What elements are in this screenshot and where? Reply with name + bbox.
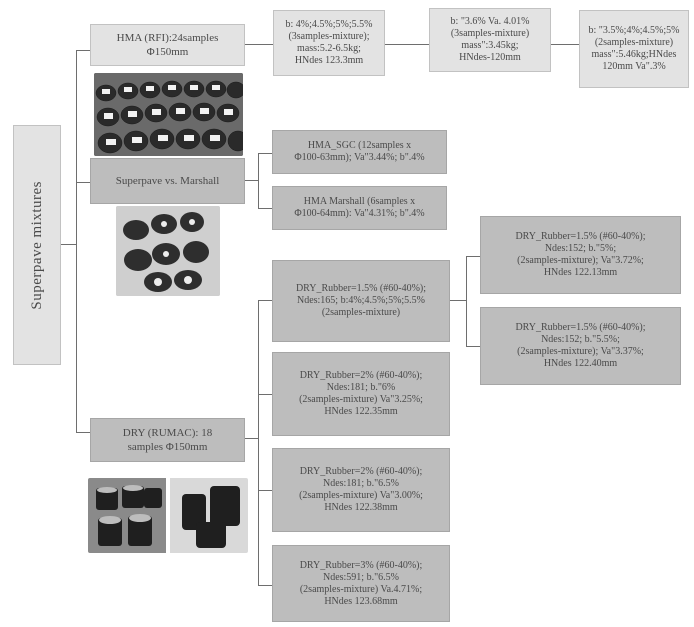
connector	[61, 244, 76, 245]
hma-sgc-node: HMA_SGC (12samples x Φ100-63mm); Va"3.44…	[272, 130, 447, 174]
hma-rfi-child-1-label: b: 4%;4.5%;5%;5.5% (3samples-mixture); m…	[285, 19, 373, 66]
superpave-vs-marshall-node: Superpave vs. Marshall	[90, 158, 245, 204]
dry-rubber-1-5-5-5-label: DRY_Rubber=1.5% (#60-40%); Ndes:152; b."…	[515, 322, 646, 369]
connector	[258, 300, 272, 301]
hma-marshall-label: HMA Marshall (6samples x Φ100-64mm): Va"…	[294, 196, 425, 219]
connector	[385, 44, 429, 45]
connector	[245, 180, 258, 181]
dry-rumac-label: DRY (RUMAC): 18 samples Φ150mm	[122, 427, 213, 453]
hma-rfi-label: HMA (RFI):24samples Φ150mm	[116, 32, 219, 58]
dry-samples-image	[88, 478, 248, 553]
dry-rubber-3-label: DRY_Rubber=3% (#60-40%); Ndes:591; b."6.…	[299, 559, 423, 607]
connector	[258, 490, 272, 491]
hma-marshall-node: HMA Marshall (6samples x Φ100-64mm): Va"…	[272, 186, 447, 230]
dry-rubber-1-5-node: DRY_Rubber=1.5% (#60-40%); Ndes:165; b:4…	[272, 260, 450, 342]
root-label: Superpave mixtures	[29, 180, 45, 310]
connector	[258, 585, 272, 586]
connector	[466, 346, 480, 347]
root-node: Superpave mixtures	[13, 125, 61, 365]
hma-samples-photo	[94, 73, 243, 156]
connector	[466, 256, 480, 257]
hma-rfi-child-3: b: "3.5%;4%;4.5%;5% (2samples-mixture) m…	[579, 10, 689, 88]
sgc-marshall-image	[116, 206, 220, 296]
connector	[258, 153, 259, 208]
connector	[76, 182, 90, 183]
dry-rubber-1-5-label: DRY_Rubber=1.5% (#60-40%); Ndes:165; b:4…	[295, 283, 427, 318]
dry-samples-photo	[88, 478, 248, 553]
hma-samples-image	[94, 73, 243, 156]
hma-rfi-child-1: b: 4%;4.5%;5%;5.5% (3samples-mixture); m…	[273, 10, 385, 76]
hma-rfi-child-2: b: "3.6% Va. 4.01% (3samples-mixture) ma…	[429, 8, 551, 72]
connector	[466, 256, 467, 347]
dry-rubber-2-6-label: DRY_Rubber=2% (#60-40%); Ndes:181; b."6%…	[299, 370, 423, 417]
dry-rubber-2-6-5-node: DRY_Rubber=2% (#60-40%); Ndes:181; b."6.…	[272, 448, 450, 532]
connector	[245, 44, 273, 45]
connector	[258, 394, 272, 395]
superpave-vs-marshall-label: Superpave vs. Marshall	[115, 175, 220, 187]
connector	[450, 300, 466, 301]
hma-sgc-label: HMA_SGC (12samples x Φ100-63mm); Va"3.44…	[294, 140, 425, 163]
connector	[258, 208, 272, 209]
dry-rubber-3-node: DRY_Rubber=3% (#60-40%); Ndes:591; b."6.…	[272, 545, 450, 622]
hma-rfi-child-3-label: b: "3.5%;4%;4.5%;5% (2samples-mixture) m…	[588, 25, 680, 72]
dry-rumac-node: DRY (RUMAC): 18 samples Φ150mm	[90, 418, 245, 462]
sgc-marshall-photo	[116, 206, 220, 296]
connector	[76, 50, 90, 51]
connector	[551, 44, 579, 45]
hma-rfi-node: HMA (RFI):24samples Φ150mm	[90, 24, 245, 66]
hma-rfi-child-2-label: b: "3.6% Va. 4.01% (3samples-mixture) ma…	[450, 16, 530, 63]
dry-rubber-2-6-node: DRY_Rubber=2% (#60-40%); Ndes:181; b."6%…	[272, 352, 450, 436]
dry-rubber-1-5-5-node: DRY_Rubber=1.5% (#60-40%); Ndes:152; b."…	[480, 216, 681, 294]
connector	[76, 432, 90, 433]
connector-trunk	[76, 50, 77, 433]
dry-rubber-1-5-5-label: DRY_Rubber=1.5% (#60-40%); Ndes:152; b."…	[515, 231, 646, 278]
connector	[245, 438, 258, 439]
connector	[258, 153, 272, 154]
dry-rubber-1-5-5-5-node: DRY_Rubber=1.5% (#60-40%); Ndes:152; b."…	[480, 307, 681, 385]
dry-rubber-2-6-5-label: DRY_Rubber=2% (#60-40%); Ndes:181; b."6.…	[299, 466, 423, 513]
connector	[258, 300, 259, 585]
